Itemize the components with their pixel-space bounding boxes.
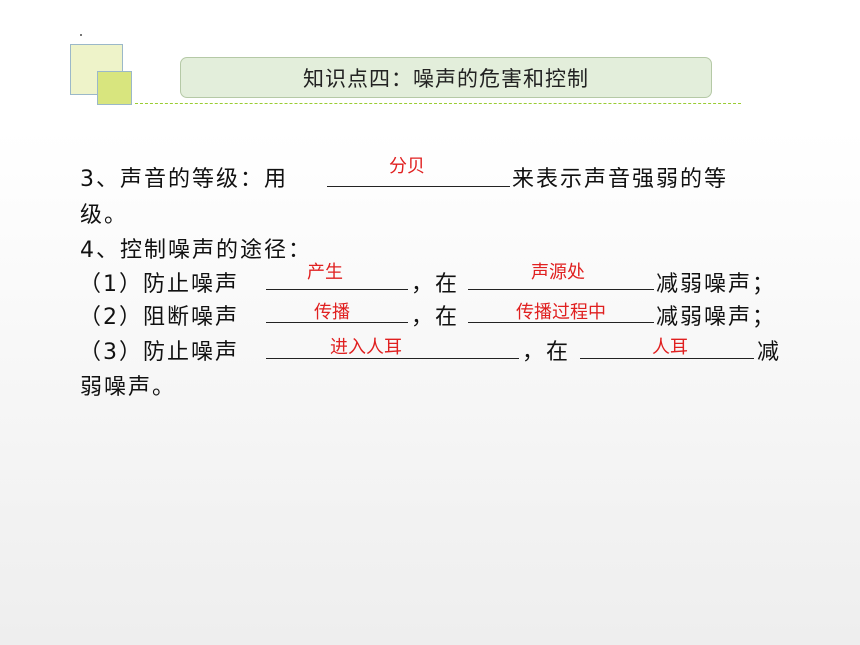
page-title: 知识点四：噪声的危害和控制 xyxy=(303,66,589,91)
title-box: 知识点四：噪声的危害和控制 xyxy=(180,57,712,98)
row2-prefix: （2）阻断噪声 xyxy=(79,305,239,330)
row2-separator: ，在 xyxy=(411,305,460,330)
row3-continuation: 弱噪声。 xyxy=(80,375,177,400)
decorative-dot xyxy=(80,34,82,36)
item3-prefix: 3、声音的等级：用 xyxy=(80,167,288,192)
row2-suffix: 减弱噪声； xyxy=(656,305,777,330)
row3-answer2: 人耳 xyxy=(652,337,688,358)
decorative-square-large xyxy=(70,44,123,95)
item3-blank xyxy=(327,186,510,187)
row1-blank2 xyxy=(468,289,654,290)
item3-suffix: 来表示声音强弱的等 xyxy=(512,167,729,192)
row1-suffix: 减弱噪声； xyxy=(656,272,777,297)
row3-separator: ，在 xyxy=(522,340,571,365)
row2-blank2 xyxy=(468,322,654,323)
row3-answer1: 进入人耳 xyxy=(330,337,402,358)
row3-blank2 xyxy=(580,358,754,359)
item4-heading: 4、控制噪声的途径： xyxy=(80,238,312,263)
row1-blank1 xyxy=(266,289,408,290)
row1-prefix: （1）防止噪声 xyxy=(79,272,239,297)
row3-prefix: （3）防止噪声 xyxy=(79,340,239,365)
item3-answer: 分贝 xyxy=(389,156,425,177)
row1-answer2: 声源处 xyxy=(531,262,585,283)
row2-answer2: 传播过程中 xyxy=(516,302,606,323)
row3-suffix: 减 xyxy=(757,340,782,365)
row3-blank1 xyxy=(266,358,519,359)
item3-continuation: 级。 xyxy=(80,203,129,228)
row2-answer1: 传播 xyxy=(314,302,350,323)
dashed-divider xyxy=(135,103,741,104)
row1-answer1: 产生 xyxy=(307,262,343,283)
row2-blank1 xyxy=(266,322,408,323)
row1-separator: ，在 xyxy=(411,272,460,297)
decorative-square-small xyxy=(97,71,132,105)
